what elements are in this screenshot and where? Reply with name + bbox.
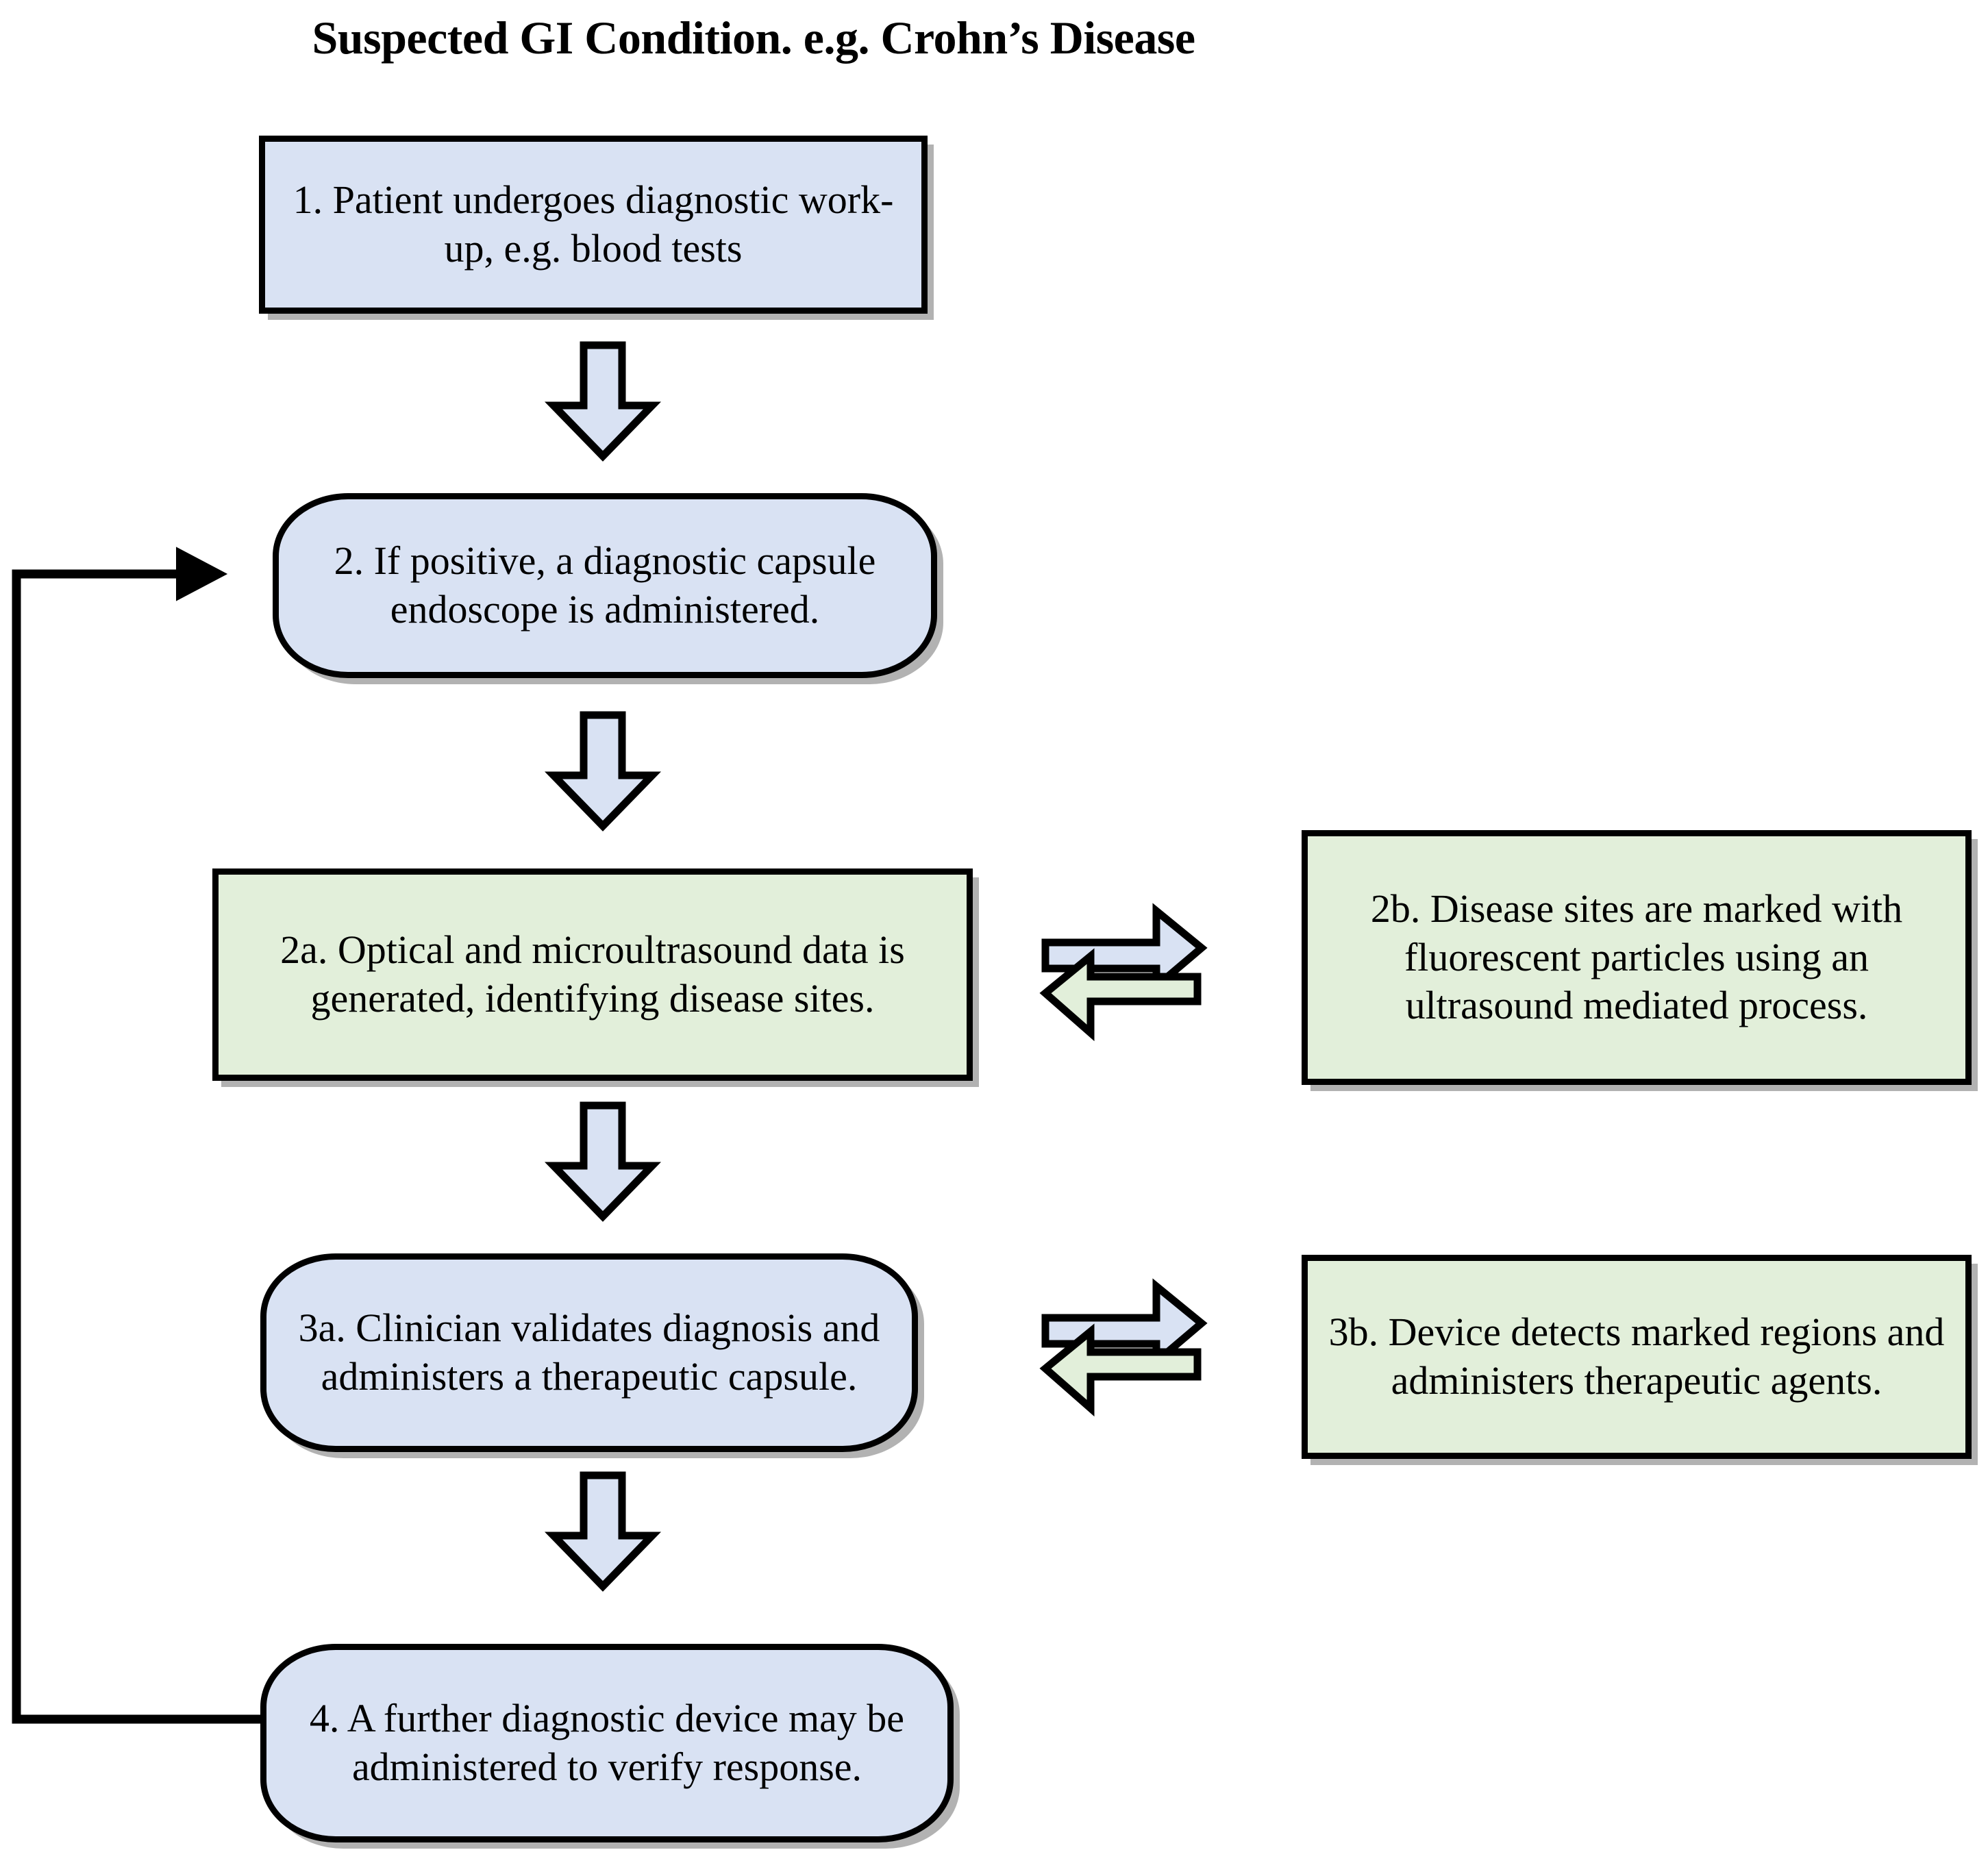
arrow-pair-step3a-step3b [1039,1278,1254,1423]
feedback-loop-step4-to-step2 [0,541,260,1747]
node-step-2a-label: 2a. Optical and microultrasound data is … [280,927,905,1021]
node-step-1[interactable]: 1. Patient undergoes diagnostic work-up,… [259,136,928,314]
node-step-1-label: 1. Patient undergoes diagnostic work-up,… [293,177,894,271]
node-step-2b[interactable]: 2b. Disease sites are marked with fluore… [1302,830,1972,1085]
page-title: Suspected GI Condition. e.g. Crohn’s Dis… [312,12,1195,64]
node-step-4[interactable]: 4. A further diagnostic device may be ad… [260,1644,954,1842]
node-step-3a-label: 3a. Clinician validates diagnosis and ad… [298,1305,880,1399]
arrow-down-step1-to-step2 [544,341,662,462]
node-step-2b-label: 2b. Disease sites are marked with fluore… [1370,886,1903,1028]
node-step-3b-label: 3b. Device detects marked regions and ad… [1328,1310,1945,1403]
node-step-2-label: 2. If positive, a diagnostic capsule end… [334,538,876,632]
block-arrow-left-2b-to-2a [1039,948,1202,1042]
node-step-2a[interactable]: 2a. Optical and microultrasound data is … [212,868,973,1081]
arrow-down-step2-to-step2a [544,711,662,832]
arrow-down-step3a-to-step4 [544,1471,662,1592]
node-step-2[interactable]: 2. If positive, a diagnostic capsule end… [273,493,937,678]
node-step-3b[interactable]: 3b. Device detects marked regions and ad… [1302,1255,1972,1459]
block-arrow-left-3b-to-3a [1039,1323,1202,1417]
node-step-3a[interactable]: 3a. Clinician validates diagnosis and ad… [260,1253,918,1452]
arrow-down-step2a-to-step3a [544,1101,662,1222]
arrow-pair-step2a-step2b [1039,903,1254,1042]
node-step-4-label: 4. A further diagnostic device may be ad… [309,1696,905,1789]
